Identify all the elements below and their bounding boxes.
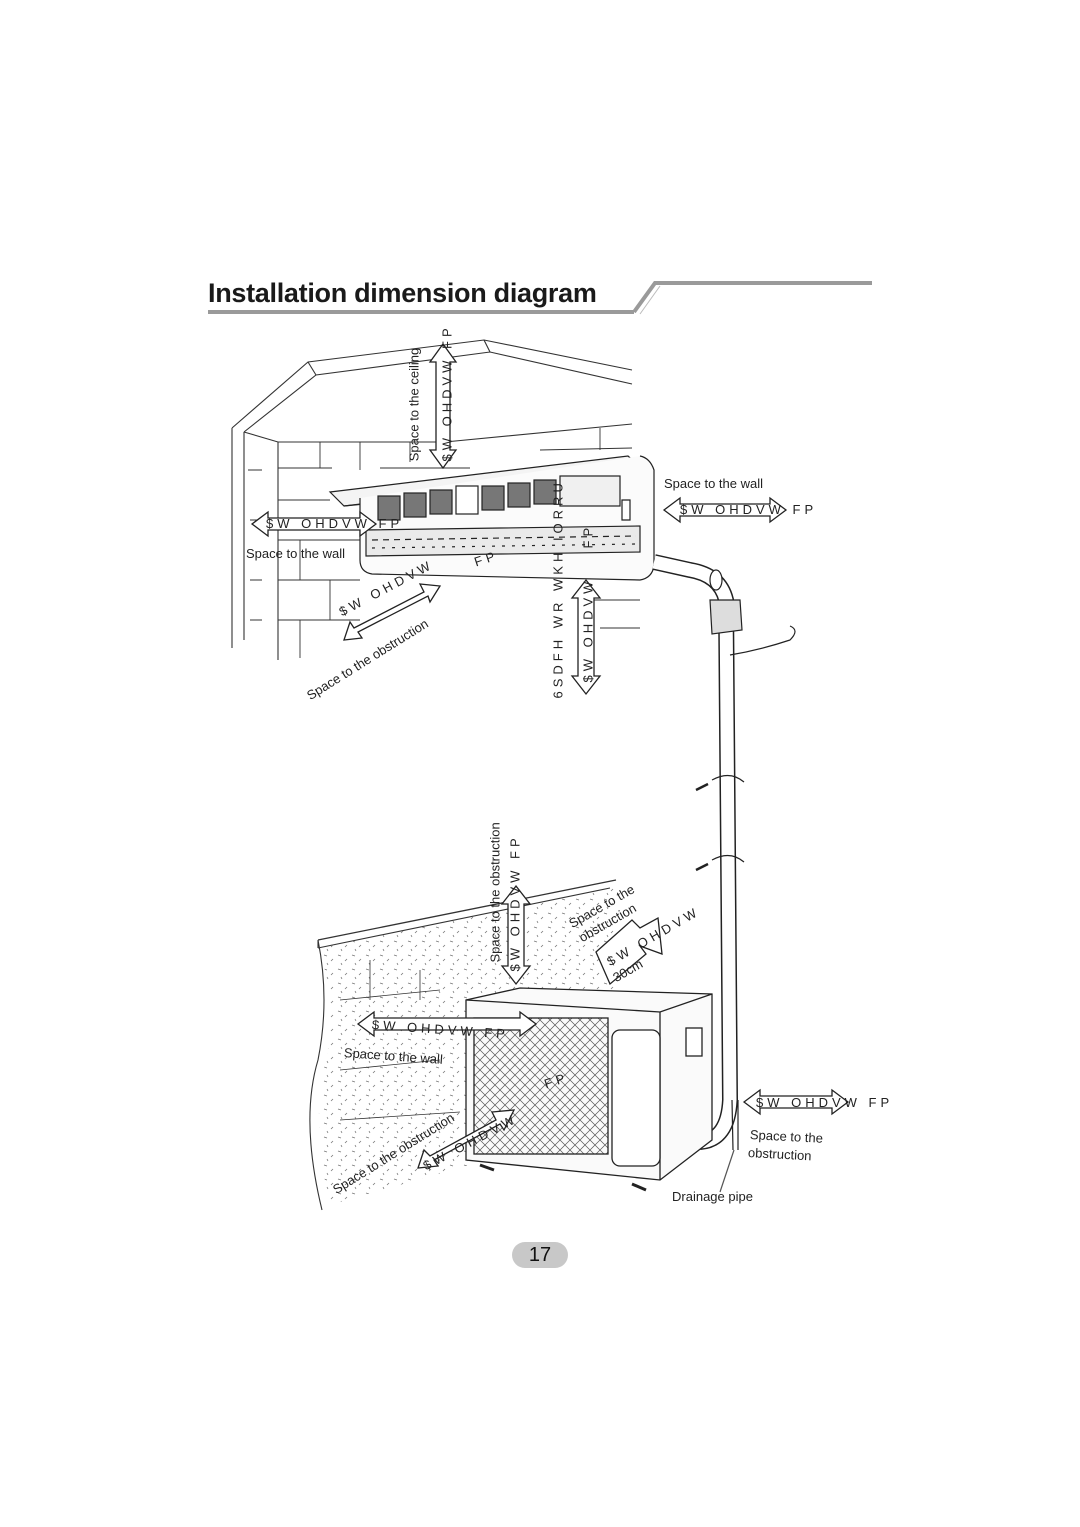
outdoor-right-label-1: Space to the [749, 1127, 824, 1146]
outdoor-unit [465, 987, 713, 1192]
refrigerant-piping [652, 554, 796, 1193]
title-underline [208, 281, 872, 315]
wall-right-label: Space to the wall [664, 476, 764, 491]
drainage-label: Drainage pipe [672, 1189, 753, 1204]
indoor-room [231, 339, 640, 660]
arrow-floor [570, 578, 602, 696]
outdoor-right-label-2: obstruction [747, 1145, 812, 1164]
wall-left-label: Space to the wall [246, 546, 346, 561]
ceiling-value: $W OHDVW FP [439, 324, 455, 462]
outdoor-top-label: Space to the obstruction [487, 822, 503, 963]
floor-unit: FP [580, 523, 596, 549]
page-title: Installation dimension diagram [208, 278, 597, 308]
arrow-ceiling [428, 342, 458, 470]
arrow-outdoor-right [742, 1088, 850, 1116]
wall-right-value: $W OHDVW FP [680, 502, 818, 517]
page-number: 17 [512, 1242, 568, 1268]
wall-left-value: $W OHDVW FP [266, 516, 404, 531]
indoor-unit [328, 455, 655, 581]
arrow-wall-left [250, 510, 378, 538]
outdoor-right-value: $W OHDVW FP [756, 1095, 894, 1110]
arrow-outdoor-top [500, 884, 532, 986]
floor-label: 6SDFH WR WKH IORRU [550, 479, 566, 699]
arrow-outdoor-diag [595, 916, 663, 986]
floor-value: $W OHDVW [580, 577, 596, 683]
arrow-outdoor-wall [356, 1010, 538, 1038]
arrow-wall-right [662, 496, 788, 524]
ceiling-label: Space to the ceiling [406, 347, 422, 462]
arrow-obstruction-indoor [343, 583, 442, 641]
outdoor-top-value: $W OHDVW FP [507, 834, 523, 972]
arrow-outdoor-front [417, 1109, 516, 1169]
